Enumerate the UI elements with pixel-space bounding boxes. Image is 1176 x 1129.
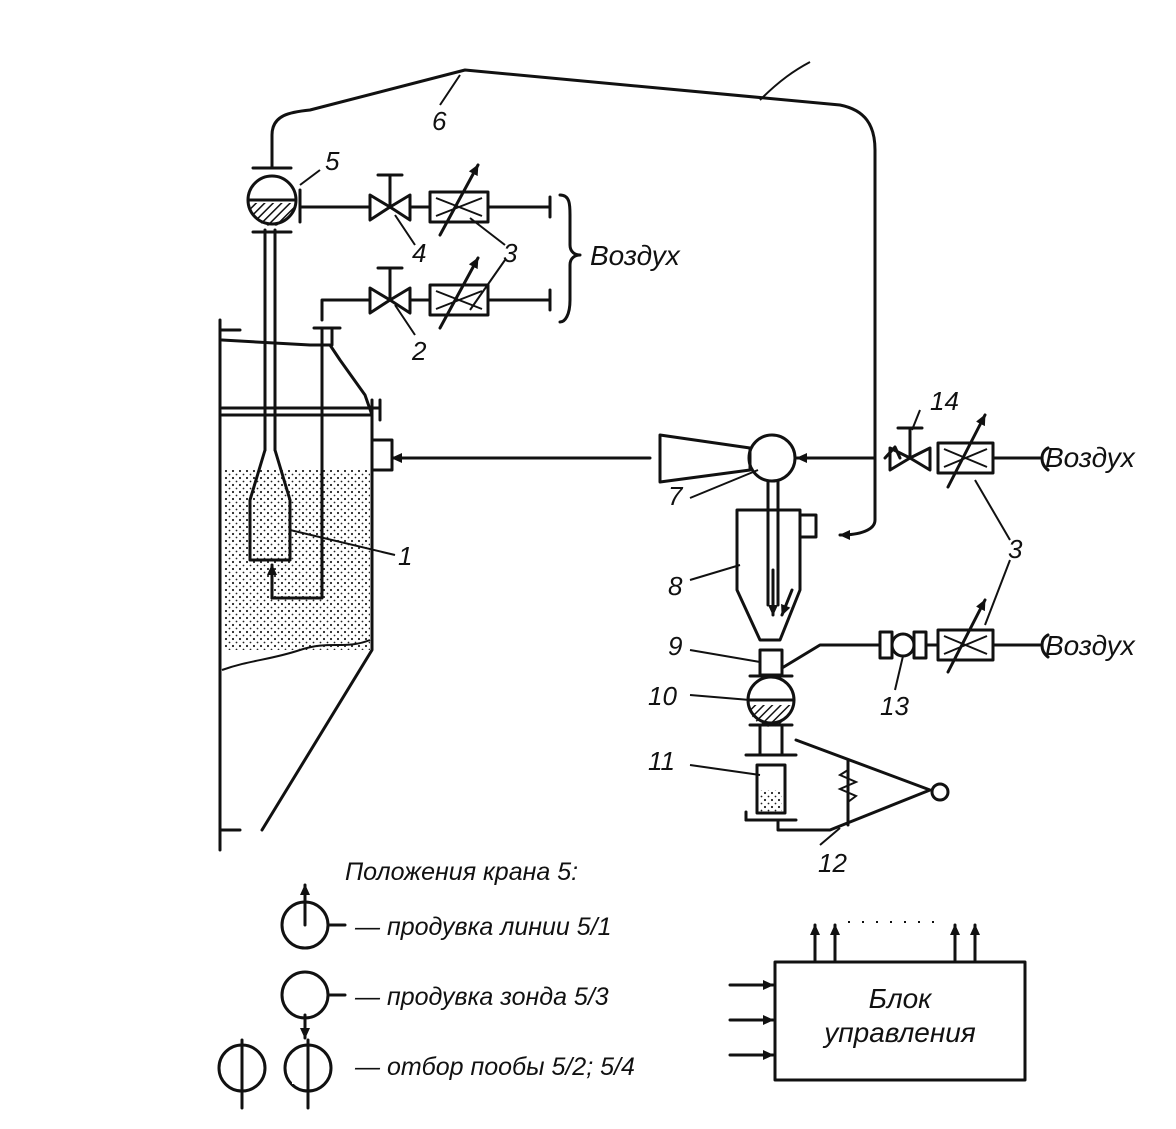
legend-row-1: — продувка линии 5/1: [354, 913, 612, 941]
label-11: 11: [648, 746, 675, 776]
ejector: [390, 433, 877, 484]
sample-assembly: [744, 648, 950, 832]
air-line-right: [883, 413, 1042, 489]
label-1: 1: [398, 541, 412, 571]
leader-lines: [289, 74, 1011, 846]
legend-row-2: — продувка зонда 5/3: [354, 983, 609, 1011]
vessel: [218, 318, 394, 852]
label-7: 7: [668, 481, 684, 511]
line-6: [270, 68, 877, 540]
air-label-top: Воздух: [590, 240, 681, 271]
air-line-lower: [320, 256, 552, 330]
label-12: 12: [818, 848, 847, 878]
label-14: 14: [930, 386, 959, 416]
valve-position-sampling-icon: [217, 1038, 333, 1110]
label-5: 5: [325, 146, 340, 176]
label-6: 6: [432, 106, 447, 136]
label-10: 10: [648, 681, 677, 711]
air-label-right-2: Воздух: [1045, 630, 1136, 661]
label-9: 9: [668, 631, 682, 661]
control-block-line-2: управления: [822, 1017, 976, 1048]
label-13: 13: [880, 691, 909, 721]
probe: [248, 228, 342, 600]
label-8: 8: [668, 571, 683, 601]
control-block: Блок управления: [728, 921, 1027, 1082]
legend: Положения крана 5: — продувка линии 5/1 …: [217, 858, 635, 1110]
valve-5: [246, 166, 302, 234]
control-block-line-1: Блок: [869, 983, 934, 1014]
air-line-middle: [780, 598, 1042, 674]
air-label-right-1: Воздух: [1045, 442, 1136, 473]
air-brace: [558, 193, 582, 324]
cyclone: [735, 479, 818, 642]
label-2: 2: [411, 336, 427, 366]
air-line-upper: [298, 163, 552, 237]
valve-position-line-purge-icon: [280, 883, 347, 950]
label-3-upper: 3: [503, 238, 518, 268]
legend-row-3: — отбор пообы 5/2; 5/4: [354, 1053, 635, 1081]
label-3-right: 3: [1008, 534, 1023, 564]
legend-title: Положения крана 5:: [345, 858, 578, 886]
valve-position-probe-purge-icon: [280, 970, 347, 1040]
label-4: 4: [412, 238, 426, 268]
